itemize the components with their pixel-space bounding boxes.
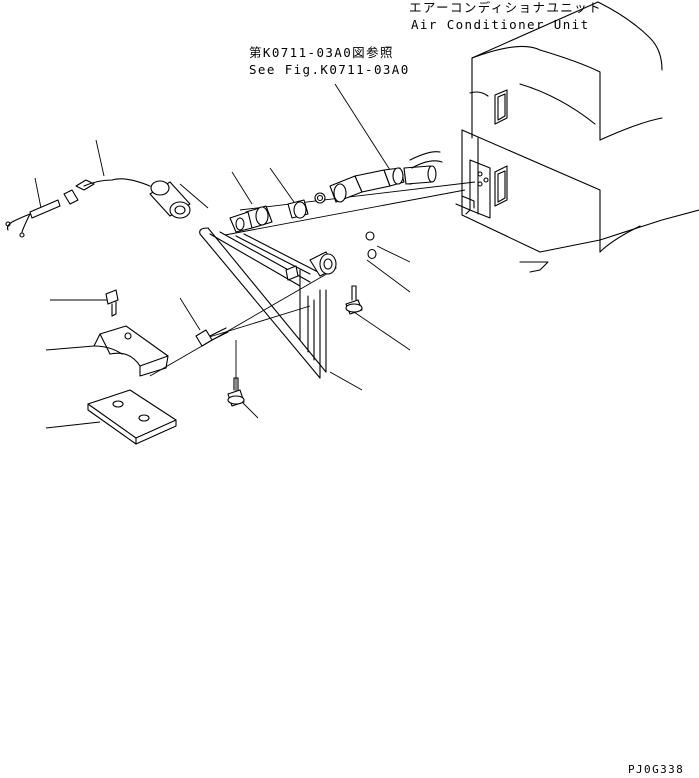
connector-plug (63, 189, 79, 205)
mounting-bracket (93, 325, 169, 377)
air-conditioner-unit (455, 1, 699, 273)
bolt-lower (227, 377, 245, 407)
reference-label-en: See Fig.K0711-03A0 (249, 62, 410, 77)
bolt-right (345, 285, 363, 315)
hose-assembly (229, 151, 443, 233)
drawing-code: PJ0G338 (628, 763, 684, 776)
unit-label-en: Air Conditioner Unit (411, 17, 590, 32)
sensor-probe (29, 199, 61, 219)
o-ring-small (365, 231, 375, 241)
wire-harness (5, 178, 151, 238)
connector-small (75, 179, 95, 191)
reference-label-jp: 第K0711-03A0図参照 (249, 45, 394, 60)
unit-label-jp: エアーコンディショナユニット (409, 0, 602, 15)
leader-lines (34, 83, 476, 429)
o-ring (367, 248, 377, 260)
refrigerant-pipe (199, 227, 327, 379)
pipe-fittings (285, 231, 377, 281)
receiver-drier (149, 180, 191, 219)
bolt-upper-left (105, 289, 119, 317)
mounting-plate (87, 389, 177, 445)
bolt-middle (195, 327, 229, 347)
